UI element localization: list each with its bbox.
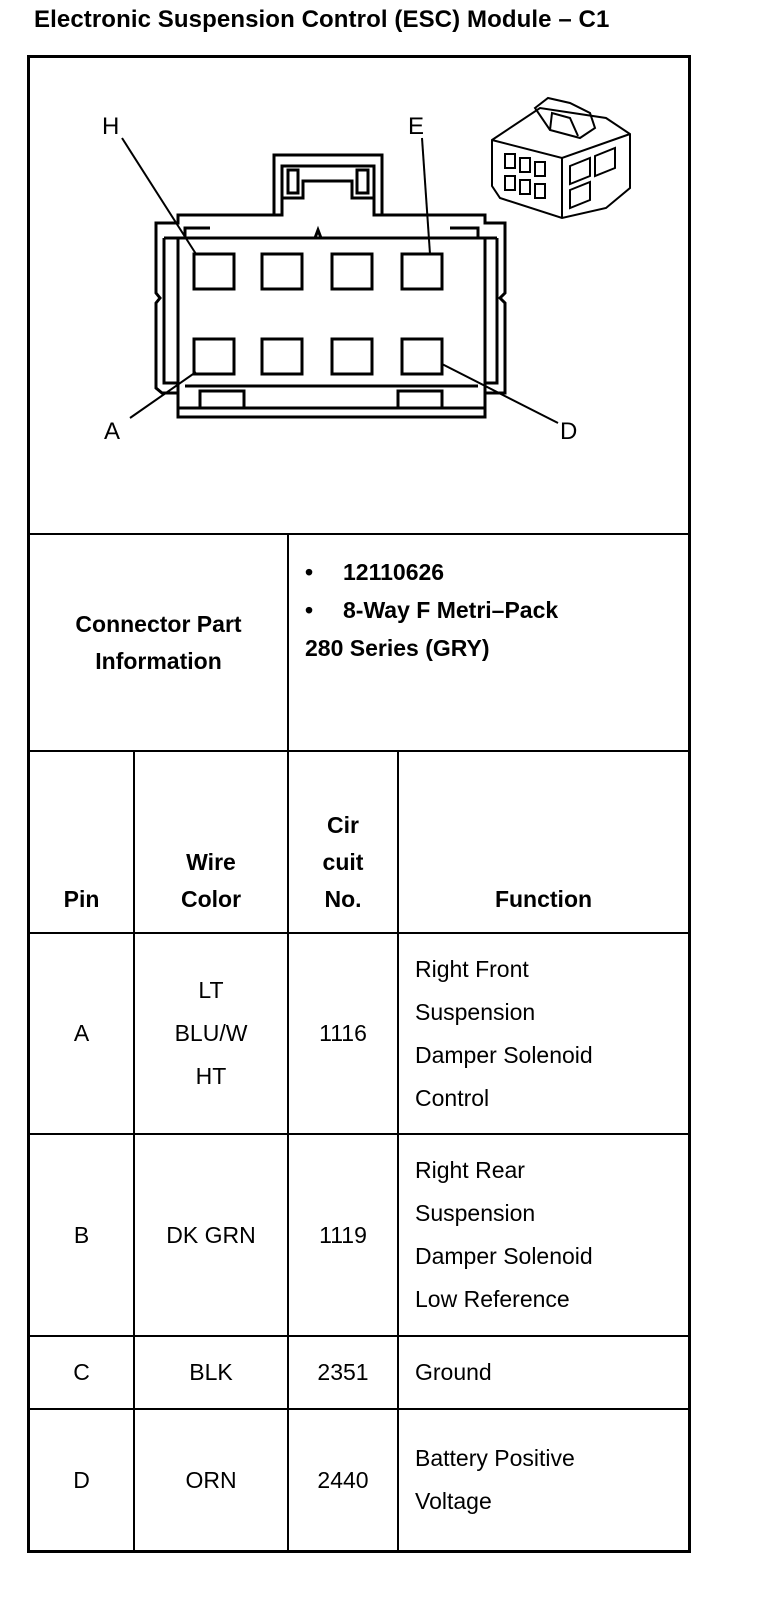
connector-part-label: Connector Part Information: [30, 535, 287, 750]
part-description-line2: 280 Series (GRY): [305, 635, 490, 661]
connector-diagram: H E A D: [102, 96, 631, 445]
connector-3d-thumbnail: [491, 96, 631, 220]
row-a-wire-color: LT BLU/W HT: [135, 934, 287, 1133]
pin-value: B: [73, 1221, 90, 1248]
circuit-value: 1116: [319, 1020, 367, 1046]
wire-color-line: HT: [195, 1063, 227, 1089]
header-circuit-line1: Cir: [327, 812, 359, 838]
row-a-function: Right Front Suspension Damper Solenoid C…: [399, 934, 688, 1133]
circuit-value: 2440: [317, 1466, 369, 1493]
wire-color-line: ORN: [185, 1466, 237, 1493]
row-b-wire-color: DK GRN: [135, 1135, 287, 1335]
header-circuit-line2: cuit: [322, 849, 364, 875]
divider-header: [27, 932, 691, 934]
header-function: Function: [399, 752, 688, 932]
row-b-circuit: 1119: [289, 1135, 397, 1335]
divider-diagram: [27, 533, 691, 535]
function-line: Suspension: [415, 998, 536, 1025]
function-line: Ground: [415, 1359, 492, 1385]
connector-table-frame: [27, 55, 691, 1553]
part-description-line1: 8-Way F Metri–Pack: [343, 597, 559, 623]
function-line: Damper Solenoid: [415, 1041, 593, 1068]
row-d-function: Battery Positive Voltage: [399, 1410, 688, 1550]
wire-color-line: BLU/W: [174, 1020, 248, 1046]
function-line: Suspension: [415, 1200, 536, 1226]
divider-col-wire: [133, 750, 135, 1550]
header-wire-color: Wire Color: [135, 752, 287, 932]
part-description-item: • 8-Way F Metri–Pack: [305, 591, 685, 629]
function-line: Damper Solenoid: [415, 1243, 593, 1269]
pin-value: D: [73, 1466, 90, 1493]
function-line: Low Reference: [415, 1286, 570, 1312]
connector-part-label-line1: Connector Part: [75, 610, 242, 637]
pin-value: C: [73, 1359, 90, 1385]
header-wire-color-line1: Wire: [186, 849, 236, 875]
callout-d: D: [560, 418, 577, 445]
header-pin: Pin: [30, 752, 133, 932]
function-line: Control: [415, 1084, 490, 1111]
wire-color-line: LT: [198, 977, 224, 1003]
wire-color-line: BLK: [189, 1359, 233, 1385]
bullet-icon: •: [305, 597, 314, 623]
function-line: Voltage: [415, 1488, 492, 1514]
row-d-wire-color: ORN: [135, 1410, 287, 1550]
circuit-value: 2351: [317, 1359, 369, 1385]
wire-color-line: DK GRN: [166, 1221, 256, 1248]
circuit-value: 1119: [319, 1221, 367, 1248]
divider-part-info: [27, 750, 691, 752]
part-number-item: • 12110626: [305, 553, 685, 591]
pin-value: A: [73, 1020, 90, 1046]
header-function-text: Function: [494, 886, 593, 912]
callout-a: A: [104, 418, 120, 445]
row-b-pin: B: [30, 1135, 133, 1335]
callout-h: H: [102, 113, 119, 140]
row-a-circuit: 1116: [289, 934, 397, 1133]
part-number: 12110626: [343, 559, 445, 585]
header-wire-color-line2: Color: [180, 886, 242, 912]
divider-row-c: [27, 1408, 691, 1410]
row-c-function: Ground: [399, 1337, 688, 1408]
function-line: Right Rear: [415, 1157, 525, 1183]
header-circuit-line3: No.: [324, 886, 362, 912]
bullet-icon: •: [305, 559, 314, 585]
row-d-circuit: 2440: [289, 1410, 397, 1550]
row-d-pin: D: [30, 1410, 133, 1550]
row-c-circuit: 2351: [289, 1337, 397, 1408]
divider-row-b: [27, 1335, 691, 1337]
function-line: Right Front: [415, 955, 529, 982]
header-pin-text: Pin: [63, 886, 100, 912]
row-c-pin: C: [30, 1337, 133, 1408]
connector-part-details: • 12110626 • 8-Way F Metri–Pack 280 Seri…: [305, 553, 685, 667]
connector-part-label-line2: Information: [95, 647, 222, 674]
callout-e: E: [408, 113, 424, 140]
page-title: Electronic Suspension Control (ESC) Modu…: [34, 6, 610, 33]
divider-col-function: [397, 750, 399, 1550]
row-b-function: Right Rear Suspension Damper Solenoid Lo…: [399, 1135, 688, 1335]
divider-col-circuit: [287, 533, 289, 1550]
header-circuit-no: Cir cuit No.: [289, 752, 397, 932]
function-line: Battery Positive: [415, 1445, 575, 1471]
row-c-wire-color: BLK: [135, 1337, 287, 1408]
row-a-pin: A: [30, 934, 133, 1133]
divider-row-a: [27, 1133, 691, 1135]
